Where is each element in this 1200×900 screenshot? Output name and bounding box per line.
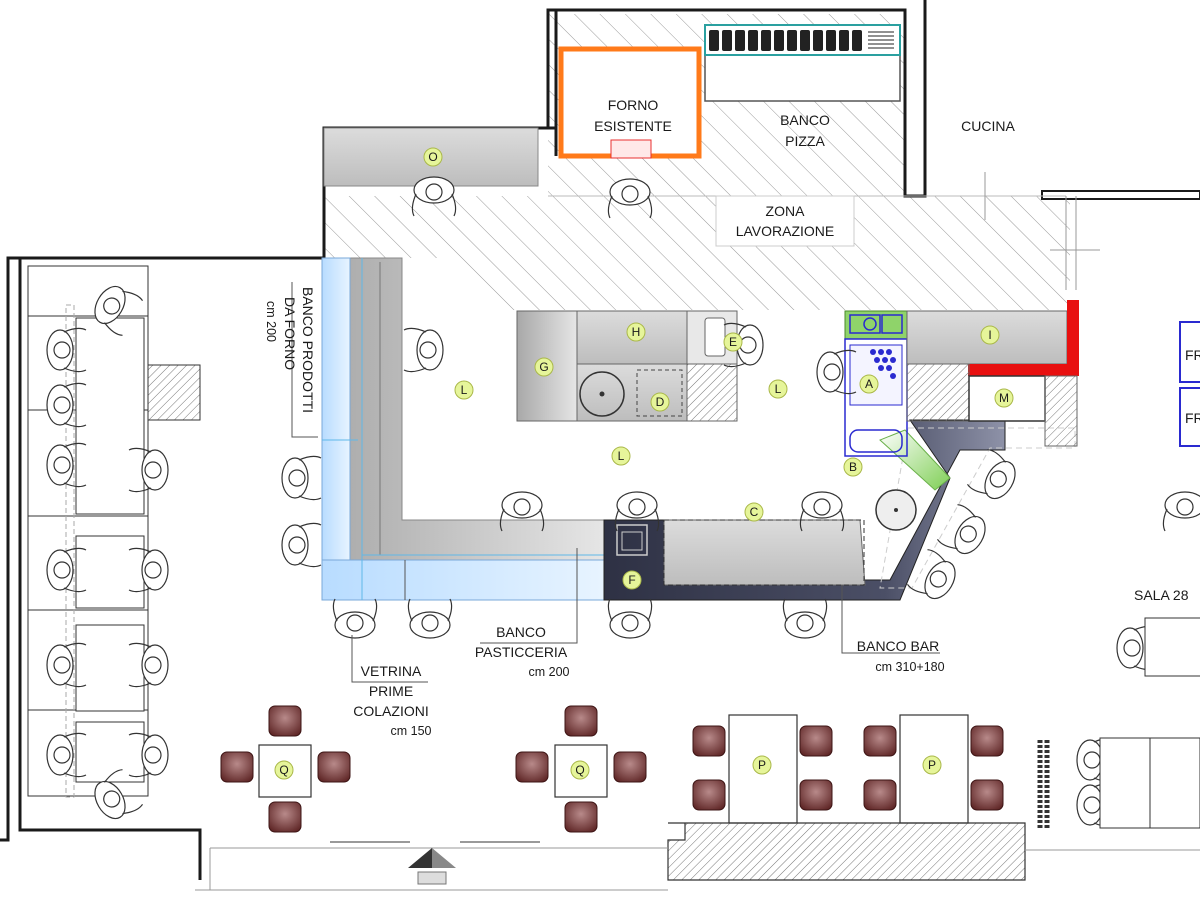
svg-text:D: D bbox=[656, 395, 665, 409]
svg-text:H: H bbox=[632, 325, 641, 339]
vetrina-size: cm 150 bbox=[391, 724, 432, 738]
left-banquette bbox=[27, 265, 149, 798]
badge-i: I bbox=[980, 325, 1000, 345]
banco-pizza-label-1: BANCO bbox=[780, 112, 830, 128]
banco-prodotti-pasticceria bbox=[321, 257, 607, 601]
banco-pizza: BANCO PIZZA bbox=[704, 24, 901, 149]
q-tables bbox=[220, 705, 647, 833]
equipment-a bbox=[844, 310, 908, 457]
zona-label-2: LAVORAZIONE bbox=[736, 223, 835, 239]
badge-p1: P bbox=[752, 755, 772, 775]
banco-pasticceria-size: cm 200 bbox=[529, 665, 570, 679]
banco-prodotti-label-1: BANCO PRODOTTI bbox=[300, 287, 316, 413]
banco-prodotti-size: cm 200 bbox=[264, 301, 278, 342]
svg-text:C: C bbox=[750, 505, 759, 519]
fr-label-bottom: FR bbox=[1185, 410, 1200, 426]
banco-bar-label: BANCO BAR cm 310+180 bbox=[857, 638, 945, 674]
svg-text:O: O bbox=[428, 150, 437, 164]
badge-f: F bbox=[622, 570, 642, 590]
svg-text:B: B bbox=[849, 460, 857, 474]
forno-label-1: FORNO bbox=[608, 97, 659, 113]
svg-text:E: E bbox=[729, 335, 737, 349]
banco-bar bbox=[603, 419, 1076, 601]
svg-text:M: M bbox=[999, 391, 1009, 405]
badge-q1: Q bbox=[274, 760, 294, 780]
badge-q2: Q bbox=[570, 760, 590, 780]
banco-pasticceria-label-1: BANCO bbox=[496, 624, 546, 640]
banco-prodotti-label: BANCO PRODOTTI DA FORNO cm 200 bbox=[264, 287, 316, 413]
cucina-label: CUCINA bbox=[961, 118, 1015, 134]
badge-p2: P bbox=[922, 755, 942, 775]
badge-l3: L bbox=[611, 446, 631, 466]
banco-prodotti-label-2: DA FORNO bbox=[282, 297, 298, 370]
badge-d: D bbox=[650, 392, 670, 412]
forno-label-2: ESISTENTE bbox=[594, 118, 672, 134]
banco-pasticceria-label-2: PASTICCERIA bbox=[475, 644, 568, 660]
badge-l2: L bbox=[768, 379, 788, 399]
zona-label-1: ZONA bbox=[766, 203, 806, 219]
badge-a: A bbox=[859, 374, 879, 394]
vetrina-label-1: VETRINA bbox=[361, 663, 422, 679]
badge-l1: L bbox=[454, 380, 474, 400]
svg-text:L: L bbox=[618, 449, 625, 463]
svg-text:L: L bbox=[775, 382, 782, 396]
fr-label-top: FR bbox=[1185, 347, 1200, 363]
svg-text:F: F bbox=[628, 573, 635, 587]
sala-label: SALA 28 bbox=[1134, 587, 1189, 603]
badge-h: H bbox=[626, 322, 646, 342]
banco-pizza-label-2: PIZZA bbox=[785, 133, 825, 149]
svg-text:L: L bbox=[461, 383, 468, 397]
vetrina-label-2: PRIME bbox=[369, 683, 413, 699]
pizza-trays bbox=[709, 30, 862, 51]
svg-text:Q: Q bbox=[575, 763, 584, 777]
svg-text:P: P bbox=[758, 758, 766, 772]
svg-text:Q: Q bbox=[279, 763, 288, 777]
pillar bbox=[147, 364, 201, 421]
badge-o: O bbox=[423, 147, 443, 167]
door-lines-right bbox=[984, 172, 1100, 290]
forno-esistente: FORNO ESISTENTE bbox=[558, 46, 702, 159]
banco-bar-size: cm 310+180 bbox=[875, 660, 944, 674]
front-facade bbox=[195, 822, 1200, 891]
zone-badges: O H E I G L L L A D M B C F Q Q P P bbox=[274, 147, 1014, 780]
svg-text:A: A bbox=[865, 377, 873, 391]
callout-lines bbox=[291, 282, 940, 683]
svg-text:P: P bbox=[928, 758, 936, 772]
badge-e: E bbox=[723, 332, 743, 352]
badge-b: B bbox=[843, 457, 863, 477]
fridges: FR FR bbox=[1179, 321, 1200, 447]
vetrina-label-3: COLAZIONI bbox=[353, 703, 428, 719]
badge-m: M bbox=[994, 388, 1014, 408]
banco-bar-label-1: BANCO BAR bbox=[857, 638, 939, 654]
p-tables bbox=[692, 714, 1004, 824]
vetrina-label: VETRINA PRIME COLAZIONI cm 150 bbox=[353, 663, 431, 738]
zona-lavorazione-label: ZONA LAVORAZIONE bbox=[715, 195, 855, 247]
sala-28-tables bbox=[1037, 617, 1200, 830]
svg-text:I: I bbox=[988, 328, 991, 342]
svg-text:G: G bbox=[539, 360, 548, 374]
badge-c: C bbox=[744, 502, 764, 522]
banco-pasticceria-label: BANCO PASTICCERIA cm 200 bbox=[475, 624, 570, 679]
badge-g: G bbox=[534, 357, 554, 377]
